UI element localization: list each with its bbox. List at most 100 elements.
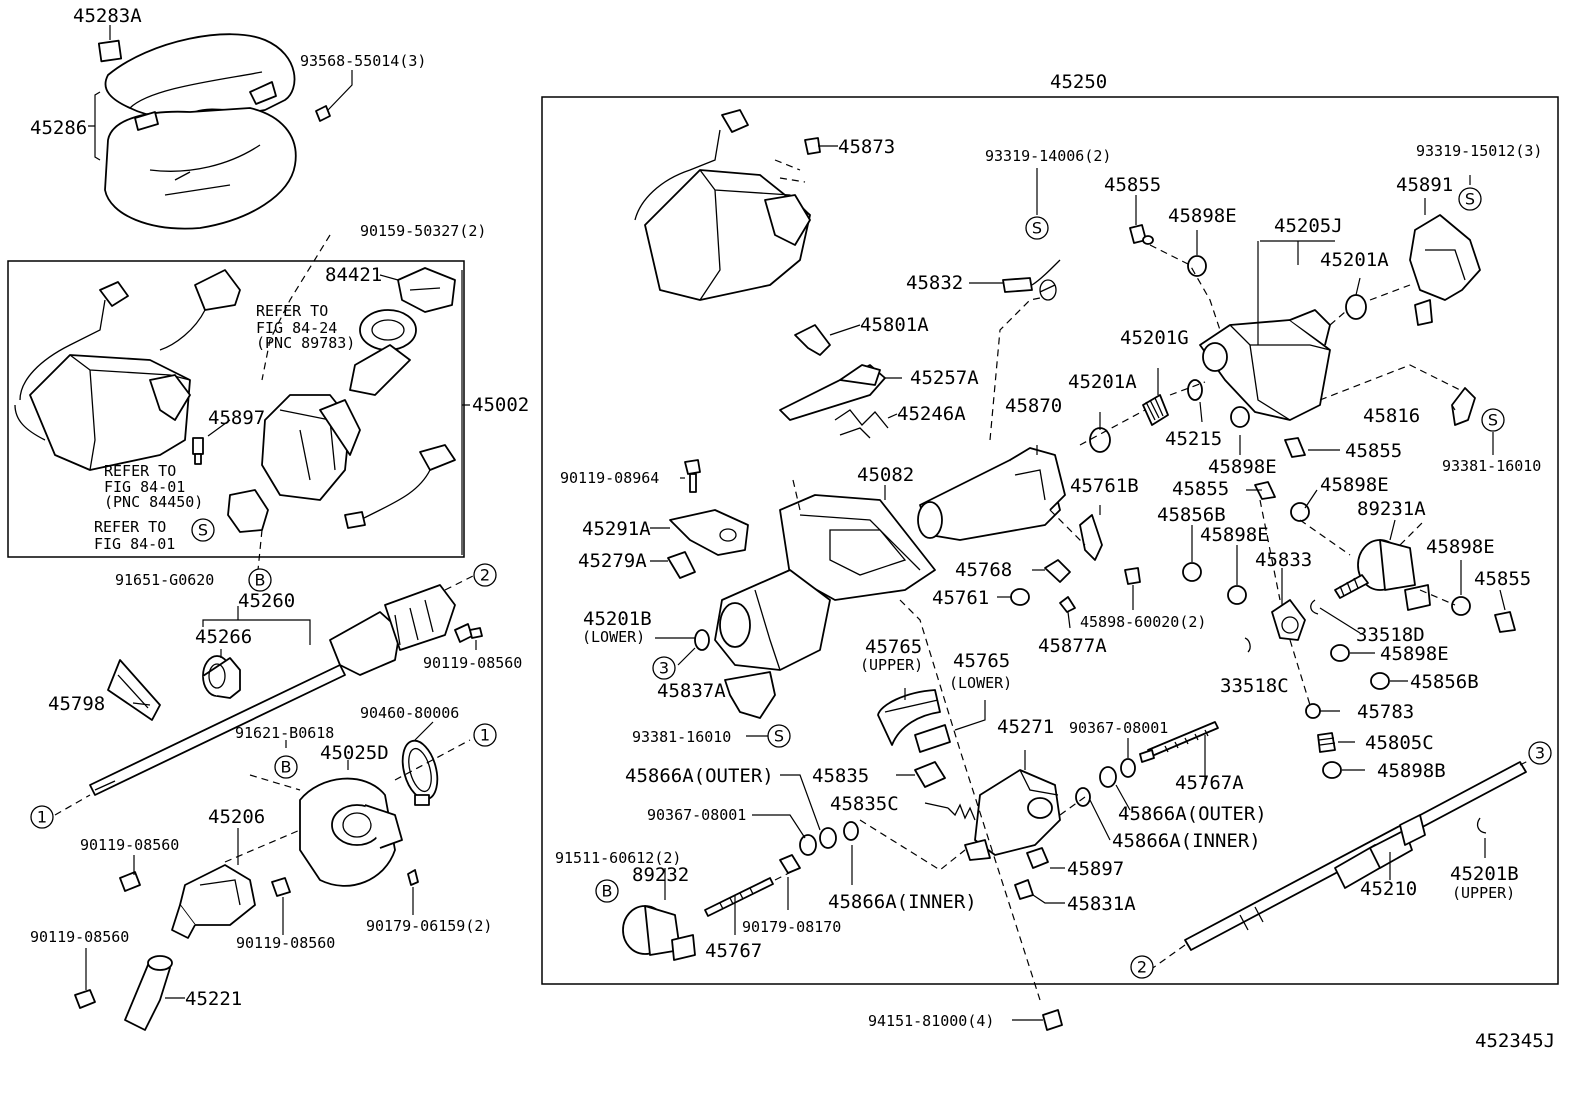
label-45286: 45286 (30, 117, 87, 139)
bolt-90119-a (454, 623, 483, 643)
screw-45855-c (1254, 481, 1276, 500)
svg-text:B: B (255, 571, 266, 590)
label-refer-to-2: REFER TO (104, 462, 176, 480)
label-33518C: 33518C (1220, 675, 1289, 697)
bracket-45025D (299, 777, 403, 887)
label-45891: 45891 (1396, 174, 1453, 196)
label-45801A: 45801A (860, 314, 929, 336)
label-45831A: 45831A (1067, 893, 1136, 915)
cap-45898E-e (1451, 596, 1471, 616)
label-45866A-inner-a: 45866A(INNER) (1112, 830, 1261, 852)
svg-text:S: S (1488, 411, 1498, 430)
guide-45765-upper (877, 689, 941, 746)
label-45898E-f: 45898E (1380, 643, 1449, 665)
label-45855-b: 45855 (1345, 440, 1402, 462)
motor-89231A (1334, 539, 1431, 611)
label-45266: 45266 (195, 626, 252, 648)
label-45002: 45002 (472, 394, 529, 416)
switch-assembly-left (159, 269, 241, 351)
label-45856B-a: 45856B (1157, 504, 1226, 526)
label-45855-c: 45855 (1172, 478, 1229, 500)
label-45201A-b: 45201A (1068, 371, 1137, 393)
nut-90179-06159 (407, 869, 419, 886)
label-45897-right: 45897 (1067, 858, 1124, 880)
label-45798: 45798 (48, 693, 105, 715)
label-45870: 45870 (1005, 395, 1062, 417)
bracket-45761B (1079, 514, 1103, 561)
label-45765-lower: 45765 (953, 650, 1010, 672)
label-45898E-c: 45898E (1320, 474, 1389, 496)
label-45816: 45816 (1363, 405, 1420, 427)
marker-s-left: S (191, 518, 215, 542)
ring-45215 (1187, 379, 1203, 401)
yoke-45221 (124, 955, 173, 1031)
nut-45856B-a (1182, 562, 1202, 582)
cap-45898E-a (1187, 255, 1207, 277)
bracket-45205J (1199, 309, 1331, 421)
pad-45291A (669, 509, 749, 556)
steering-shaft-45210 (1184, 761, 1527, 951)
clip-33518C (1244, 637, 1251, 653)
label-84421: 84421 (325, 264, 382, 286)
ring-45783 (1305, 703, 1321, 719)
washer-45866A-inner-b (843, 821, 859, 841)
label-45835: 45835 (812, 765, 869, 787)
label-refer-to-3: REFER TO (94, 518, 166, 536)
marker-b-91621: B (274, 755, 298, 779)
bracket-45801A (794, 324, 831, 356)
label-45805C: 45805C (1365, 732, 1434, 754)
motor-89232 (622, 905, 696, 961)
label-fig-84-24: FIG 84-24 (256, 319, 337, 337)
svg-text:2: 2 (1137, 958, 1147, 977)
marker-s-93381-b: S (767, 724, 791, 748)
label-45761: 45761 (932, 587, 989, 609)
label-91651: 91651-G0620 (115, 571, 214, 589)
clip-33518D (1310, 599, 1319, 615)
pad-45279A (667, 551, 696, 579)
bracket-45271 (964, 769, 1061, 861)
nut-90179-08170 (779, 854, 801, 874)
label-45250: 45250 (1050, 71, 1107, 93)
label-45898-60020: 45898-60020(2) (1080, 613, 1206, 631)
subassembly-45002-box (7, 260, 465, 558)
column-housing-main (634, 109, 811, 301)
label-45279A: 45279A (578, 550, 647, 572)
label-figure-id: 452345J (1475, 1030, 1555, 1052)
label-89231A: 89231A (1357, 498, 1426, 520)
label-45215: 45215 (1165, 428, 1222, 450)
svg-text:1: 1 (37, 808, 47, 827)
wire-45832 (1002, 259, 1061, 301)
svg-text:3: 3 (659, 659, 669, 678)
column-housing-left (14, 281, 191, 471)
label-upper-a: (UPPER) (860, 656, 923, 674)
label-45855-d: 45855 (1474, 568, 1531, 590)
label-45201G: 45201G (1120, 327, 1189, 349)
lock-cylinder-housing (261, 394, 361, 501)
marker-3-right: 3 (1528, 741, 1552, 765)
column-tube-main (714, 569, 831, 671)
bracket-45837A (724, 671, 776, 719)
label-90179-06159: 90179-06159(2) (366, 917, 492, 935)
label-45246A: 45246A (897, 403, 966, 425)
label-45898E-e: 45898E (1426, 536, 1495, 558)
label-90119-08964: 90119-08964 (560, 469, 659, 487)
label-33518D: 33518D (1356, 624, 1425, 646)
label-45768: 45768 (955, 559, 1012, 581)
label-45767A: 45767A (1175, 772, 1244, 794)
label-45898B: 45898B (1377, 760, 1446, 782)
label-91511: 91511-60612(2) (555, 849, 681, 867)
washer-45201B-lower (694, 629, 710, 651)
ring-45201A-a (1345, 294, 1367, 320)
label-pnc-84450: (PNC 84450) (104, 493, 203, 511)
motor-45833 (1271, 599, 1306, 641)
bolt-90119-d (74, 989, 96, 1009)
part-84421 (397, 267, 456, 313)
column-cover-lower (104, 107, 297, 230)
svg-text:S: S (198, 521, 208, 540)
label-lower-a: (LOWER) (582, 628, 645, 646)
screw-45767 (704, 877, 774, 917)
label-45898E-b: 45898E (1208, 456, 1277, 478)
clip-45798 (107, 659, 161, 721)
label-45221: 45221 (185, 988, 242, 1010)
